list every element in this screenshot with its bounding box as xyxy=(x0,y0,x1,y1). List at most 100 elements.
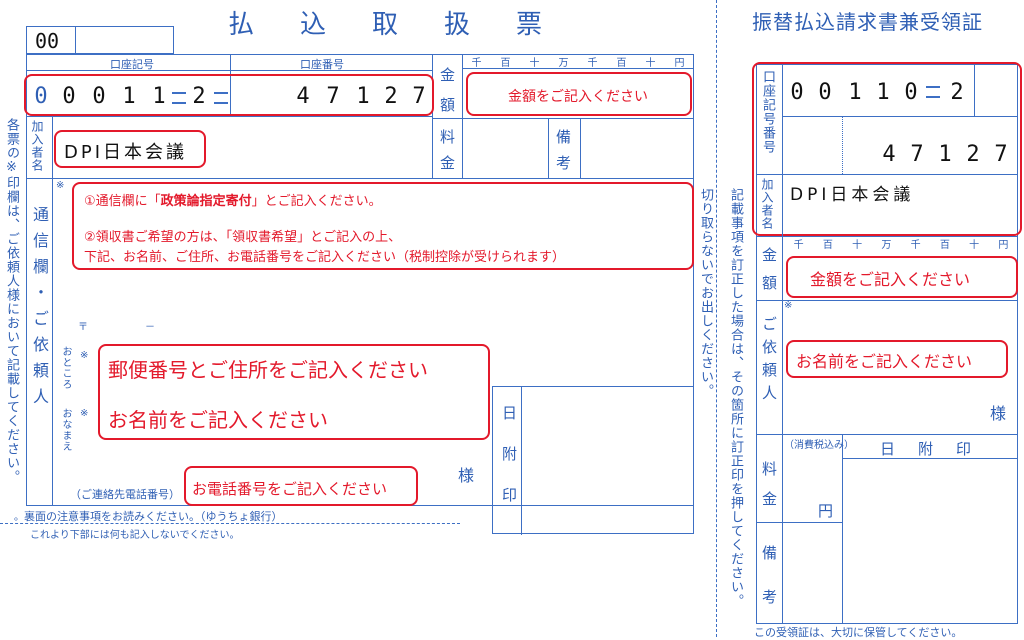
receipt-bango-digit: 1 xyxy=(938,142,952,167)
correction-note: 記載事項を訂正した場合は、その箇所に訂正印を押してください。 xyxy=(728,188,743,608)
footer-note-2: これより下部には何も記入しないでください。 xyxy=(30,530,240,541)
asterisk: ※ xyxy=(80,350,89,361)
amount-unit: 十 xyxy=(969,240,980,251)
code-value: 00 xyxy=(35,29,60,53)
bikou-label-2: 考 xyxy=(556,154,572,172)
amount-unit: 百 xyxy=(939,240,950,251)
amount-unit: 十 xyxy=(529,58,540,69)
receipt-bikou-1: 備 xyxy=(762,544,778,562)
amount-unit: 円 xyxy=(674,58,685,69)
postal-mark: 〒 xyxy=(78,322,88,333)
stamp-label: 日附印 xyxy=(500,405,518,528)
receipt-amount-units: 千 百 十 万 千 百 十 円 xyxy=(784,236,1018,251)
instruction-line-1: ①通信欄に「政策論指定寄付」とご記入ください。 xyxy=(84,194,382,209)
account-kigo-digit: 0 xyxy=(62,84,76,109)
phone-input[interactable]: お電話番号をご記入ください xyxy=(184,466,418,506)
amount-unit: 百 xyxy=(500,58,511,69)
main-form-title: 払 込 取 扱 票 xyxy=(228,10,553,40)
subscriber-label: 加入者名 xyxy=(30,120,44,172)
receipt-subscriber-label: 加入者名 xyxy=(760,178,774,230)
amount-unit: 十 xyxy=(852,240,863,251)
amount-label-1: 金 xyxy=(440,66,456,84)
instruction-line-2: ②領収書ご希望の方は、「領収書希望」とご記入の上、 xyxy=(84,230,402,245)
communication-label: 通信欄・ご依頼人 xyxy=(30,206,49,414)
amount-unit: 千 xyxy=(587,58,598,69)
amount-unit: 百 xyxy=(616,58,627,69)
receipt-bango-digit: 7 xyxy=(910,142,924,167)
receipt-requester-label: ご依頼人 xyxy=(760,316,778,408)
account-first-digit: 0 xyxy=(34,84,48,109)
receipt-bango-digit: 7 xyxy=(994,142,1008,167)
name-prompt: お名前をご記入ください xyxy=(108,408,328,432)
amount-unit: 千 xyxy=(793,240,804,251)
amount-units: 千 百 十 万 千 百 十 円 xyxy=(462,54,694,69)
asterisk: ※ xyxy=(56,180,65,191)
cut-line xyxy=(716,0,717,637)
amount-label-2: 額 xyxy=(440,96,456,114)
footer-dot: 。 xyxy=(14,512,24,523)
asterisk: ※ xyxy=(80,408,89,419)
receipt-amount-placeholder: 金額をご記入ください xyxy=(810,270,971,289)
stamp-area: 日附印 xyxy=(492,386,694,535)
receipt-amount-label-2: 額 xyxy=(762,274,778,292)
receipt-amount-input[interactable]: 金額をご記入ください xyxy=(786,256,1018,298)
account-kigo-label: 口座記号 xyxy=(110,58,154,71)
receipt-kigo-digit: 1 xyxy=(848,80,862,105)
receipt-fee-label-1: 料 xyxy=(762,460,778,478)
receipt-name-input[interactable]: お名前をご記入ください xyxy=(786,340,1008,378)
phone-label: （ご連絡先電話番号） xyxy=(70,488,180,501)
communication-instructions: ①通信欄に「政策論指定寄付」とご記入ください。 ②領収書ご希望の方は、「領収書希… xyxy=(72,182,694,270)
receipt-frame xyxy=(756,64,1018,624)
receipt-sep-digit: 2 xyxy=(950,80,964,105)
subscriber-name-box: DPI日本会議 xyxy=(54,130,206,168)
receipt-kigo-digit: 0 xyxy=(790,80,804,105)
receipt-subscriber-name: DPI日本会議 xyxy=(790,185,915,205)
instruction-line-3: 下記、お名前、ご住所、お電話番号をご記入ください（税制控除が受けられます） xyxy=(84,250,566,265)
subscriber-name: DPI日本会議 xyxy=(64,142,188,163)
account-bango-digit: 7 xyxy=(326,84,340,109)
account-kigo-digit: 1 xyxy=(152,84,166,109)
amount-unit: 百 xyxy=(822,240,833,251)
account-separator xyxy=(214,92,228,104)
amount-input[interactable]: 金額をご記入ください xyxy=(466,72,692,116)
amount-unit: 万 xyxy=(881,240,892,251)
receipt-account-highlight xyxy=(752,62,1022,236)
left-margin-note: 各票の※印欄は、ご依頼人様において記載してください。 xyxy=(4,118,19,484)
requester-address-name-box[interactable]: 郵便番号とご住所をご記入ください お名前をご記入ください xyxy=(98,344,490,440)
receipt-account-label: 口座記号番号 xyxy=(760,70,775,154)
phone-prompt: お電話番号をご記入ください xyxy=(192,480,388,498)
cut-note: 切り取らないでお出しください。 xyxy=(698,188,713,398)
amount-unit: 十 xyxy=(645,58,656,69)
fee-label-1: 料 xyxy=(440,128,456,146)
address-prompt: 郵便番号とご住所をご記入ください xyxy=(108,358,428,382)
account-sep-digit: 2 xyxy=(192,84,206,109)
account-bango-digit: 1 xyxy=(356,84,370,109)
receipt-tax-note: （消費税込み） xyxy=(784,440,854,451)
amount-unit: 円 xyxy=(998,240,1009,251)
amount-placeholder: 金額をご記入ください xyxy=(508,89,648,105)
receipt-fee-label-2: 金 xyxy=(762,490,778,508)
amount-unit: 千 xyxy=(910,240,921,251)
receipt-name-prompt: お名前をご記入ください xyxy=(796,352,973,371)
amount-unit: 千 xyxy=(471,58,482,69)
account-bango-label: 口座番号 xyxy=(300,58,344,71)
receipt-sama: 様 xyxy=(990,404,1007,423)
receipt-stamp-label: 日 附 印 xyxy=(880,440,976,458)
bikou-label-1: 備 xyxy=(556,128,572,146)
receipt-amount-label-1: 金 xyxy=(762,246,778,264)
receipt-bango-digit: 2 xyxy=(966,142,980,167)
name-label: おなまえ xyxy=(60,408,71,452)
address-label: おところ xyxy=(60,346,71,390)
receipt-footer-note: この受領証は、大切に保管してください。 xyxy=(754,626,963,639)
footer-note-1: 裏面の注意事項をお読みください。（ゆうちょ銀行） xyxy=(24,510,283,523)
fee-label-2: 金 xyxy=(440,154,456,172)
receipt-kigo-digit: 1 xyxy=(876,80,890,105)
account-bango-digit: 4 xyxy=(296,84,310,109)
code-box: 00 xyxy=(26,26,174,54)
account-bango-digit: 7 xyxy=(412,84,426,109)
receipt-title: 振替払込請求書兼受領証 xyxy=(752,10,983,34)
account-separator xyxy=(172,92,186,104)
amount-unit: 万 xyxy=(558,58,569,69)
receipt-kigo-digit: 0 xyxy=(818,80,832,105)
receipt-yen: 円 xyxy=(818,502,834,520)
